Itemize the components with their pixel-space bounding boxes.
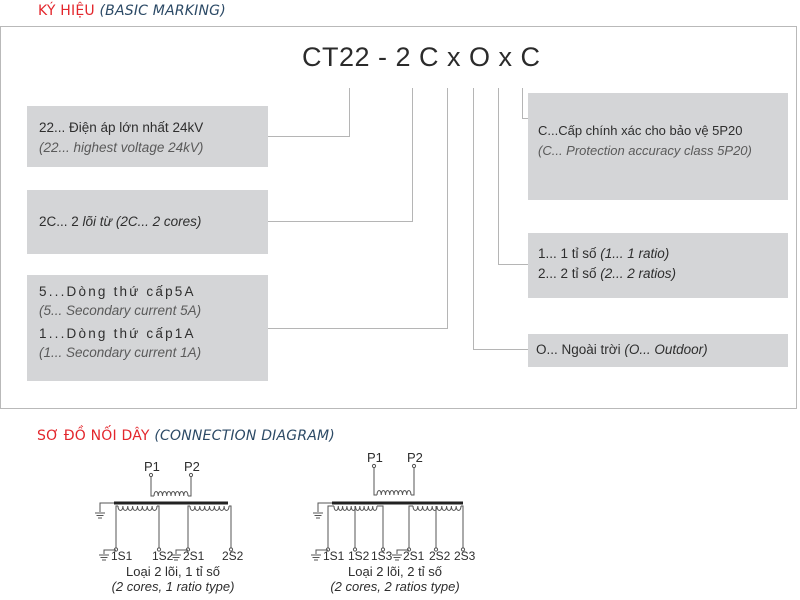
cores-italic: lõi từ (2C... 2 cores) — [82, 214, 202, 229]
coil-winding — [153, 491, 189, 497]
ratio-2-plain: 2... 2 tỉ số — [538, 266, 601, 281]
coil-winding — [376, 490, 412, 496]
label-p1: P1 — [367, 450, 383, 465]
ratio-1-plain: 1... 1 tỉ số — [538, 246, 601, 261]
connector-outdoor — [473, 88, 528, 350]
basic-marking-title: KÝ HIỆU (BASIC MARKING) — [38, 3, 226, 19]
terminal-1s2 — [352, 547, 358, 552]
voltage-en: (22... highest voltage 24kV) — [39, 140, 204, 155]
ratio-2: 2... 2 tỉ số (2... 2 ratios) — [538, 264, 788, 284]
voltage-box: 22... Điện áp lớn nhất 24kV (22... highe… — [27, 106, 268, 167]
ratio-box: 1... 1 tỉ số (1... 1 ratio) 2... 2 tỉ số… — [528, 233, 788, 298]
connection-diagram-title: SƠ ĐỒ NỐI DÂY (CONNECTION DIAGRAM) — [37, 428, 335, 444]
label-p2: P2 — [184, 459, 200, 474]
label-p1: P1 — [144, 459, 160, 474]
diagram-1-caption-en: (2 cores, 1 ratio type) — [111, 579, 235, 594]
label-2s2: 2S2 — [222, 549, 244, 563]
terminal-1s3 — [380, 547, 386, 552]
cores-text: 2C... 2 lõi từ (2C... 2 cores) — [39, 212, 268, 232]
connection-diagram-title-vi: SƠ ĐỒ NỐI DÂY — [37, 428, 150, 444]
connector-current — [268, 88, 448, 329]
basic-marking-title-vi: KÝ HIỆU — [38, 3, 95, 19]
connector-cores — [268, 88, 413, 222]
current-5a-en: (5... Secondary current 5A) — [39, 303, 202, 318]
diagram-1-caption-vi: Loại 2 lõi, 1 tỉ số — [126, 564, 220, 579]
secondary-coil-1b — [189, 505, 230, 511]
connector-ratio — [498, 88, 528, 265]
diagram-1-ratio — [94, 472, 234, 561]
label-2s1: 2S1 — [403, 549, 425, 563]
diagram-2-caption-vi: Loại 2 lõi, 2 tỉ số — [348, 564, 442, 579]
label-1s2: 1S2 — [152, 549, 174, 563]
cores-box: 2C... 2 lõi từ (2C... 2 cores) — [27, 190, 268, 254]
terminal-2s2 — [228, 547, 234, 552]
coil-winding — [189, 505, 230, 511]
current-1a-vi: 1...Dòng thứ cấp1A — [39, 326, 196, 341]
terminal-2s3 — [460, 547, 466, 552]
current-1a-en: (1... Secondary current 1A) — [39, 345, 202, 360]
label-2s3: 2S3 — [454, 549, 476, 563]
coil-winding — [117, 505, 158, 511]
primary-coil-1 — [153, 491, 189, 497]
diagram-2-ratios — [310, 463, 466, 561]
accuracy-box: C...Cấp chính xác cho bảo vệ 5P20 (C... … — [528, 93, 788, 200]
outdoor-italic: (O... Outdoor) — [624, 342, 708, 357]
diagram-2-caption: Loại 2 lõi, 2 tỉ số (2 cores, 2 ratios t… — [310, 564, 480, 594]
outdoor-plain: O... Ngoài trời — [536, 342, 625, 357]
secondary-coil-2b — [412, 505, 462, 511]
label-1s3: 1S3 — [371, 549, 393, 563]
voltage-vi: 22... Điện áp lớn nhất 24kV — [39, 120, 204, 135]
diagram-2-labels: P1 P2 1S1 1S2 1S3 2S1 2S2 2S3 — [323, 450, 476, 563]
secondary-current-box: 5...Dòng thứ cấp5A (5... Secondary curre… — [27, 275, 268, 381]
ratio-2-italic: (2... 2 ratios) — [600, 266, 677, 281]
wiring-diagrams: P1 P2 1S1 1S2 2S1 2S2 — [94, 450, 476, 563]
outdoor-box: O... Ngoài trời (O... Outdoor) — [528, 334, 788, 367]
accuracy-vi: C...Cấp chính xác cho bảo vệ 5P20 — [538, 123, 743, 138]
outdoor-text: O... Ngoài trời (O... Outdoor) — [536, 340, 788, 360]
marking-connectors — [268, 88, 528, 350]
diagram-1-caption: Loại 2 lõi, 1 tỉ số (2 cores, 1 ratio ty… — [88, 564, 258, 594]
ratio-1: 1... 1 tỉ số (1... 1 ratio) — [538, 244, 788, 264]
diagram-1-labels: P1 P2 1S1 1S2 2S1 2S2 — [111, 459, 244, 563]
ratio-1-italic: (1... 1 ratio) — [600, 246, 670, 261]
label-1s1: 1S1 — [323, 549, 345, 563]
secondary-coil-1a — [117, 505, 158, 511]
label-1s1: 1S1 — [111, 549, 133, 563]
primary-coil-2 — [376, 490, 412, 496]
label-1s2: 1S2 — [348, 549, 370, 563]
basic-marking-frame — [0, 26, 797, 409]
product-code: CT22 - 2 C x O x C — [302, 42, 541, 72]
coil-winding — [412, 505, 462, 511]
terminal-1s2 — [156, 547, 162, 552]
basic-marking-title-en: (BASIC MARKING) — [99, 3, 226, 19]
accuracy-en: (C... Protection accuracy class 5P20) — [538, 143, 752, 158]
current-5a-vi: 5...Dòng thứ cấp5A — [39, 284, 196, 299]
cores-plain: 2C... 2 — [39, 214, 83, 229]
connector-accuracy — [522, 88, 528, 119]
label-2s2: 2S2 — [429, 549, 451, 563]
connection-diagram-title-en: (CONNECTION DIAGRAM) — [154, 428, 335, 444]
diagram-2-caption-en: (2 cores, 2 ratios type) — [330, 579, 460, 594]
connector-voltage — [268, 88, 350, 137]
label-2s1: 2S1 — [183, 549, 205, 563]
terminal-2s2 — [433, 547, 439, 552]
label-p2: P2 — [407, 450, 423, 465]
